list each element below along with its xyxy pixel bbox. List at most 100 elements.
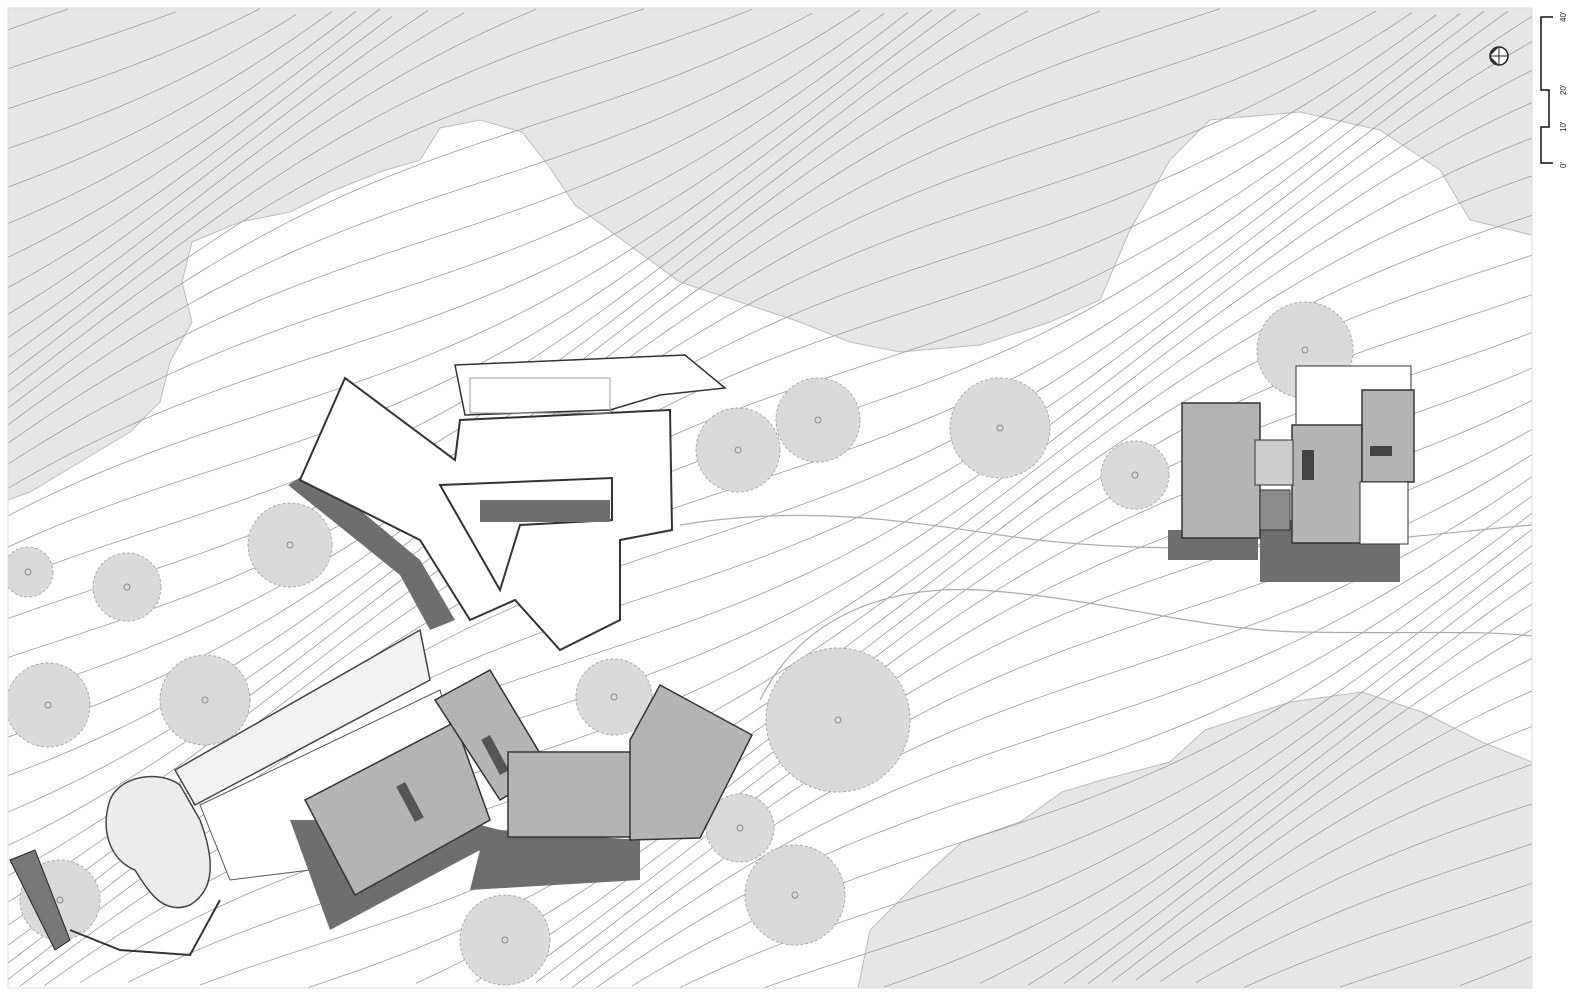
contour-line [1339, 920, 1532, 988]
contour-line [8, 10, 357, 224]
contour-line [1243, 882, 1532, 988]
contour-line [8, 14, 1437, 813]
entry-planter [1259, 489, 1291, 531]
west-stairs [9, 849, 71, 951]
contour-line [8, 14, 297, 149]
tree-trunk [734, 446, 742, 454]
tree-trunk [201, 696, 209, 704]
skylight [481, 734, 509, 776]
contour-line [8, 8, 753, 393]
contour-line [8, 12, 981, 548]
contour-line [8, 10, 1377, 738]
tree-canopy [247, 502, 333, 588]
contour-line [8, 13, 885, 444]
pool [105, 775, 211, 909]
contour-line [1159, 803, 1532, 983]
contour-line [979, 603, 1532, 984]
contour-line [8, 9, 861, 426]
tree-trunk [791, 891, 799, 899]
tree-canopy [775, 377, 861, 463]
canopy-mass-north [8, 8, 1532, 501]
skylight [396, 781, 424, 823]
access-road-edge [759, 588, 1532, 701]
access-road [679, 514, 1532, 549]
tree-canopy [459, 894, 551, 986]
contour-line [8, 16, 393, 288]
contour-line [8, 12, 813, 409]
tree-trunk [123, 583, 131, 591]
north-deck [454, 354, 727, 416]
tree-trunk [736, 824, 744, 832]
contour-line [8, 9, 933, 489]
contour-line [8, 8, 381, 258]
tree-canopy [8, 662, 91, 748]
contour-line [8, 8, 645, 377]
tree-trunk [1301, 346, 1309, 354]
contour-line [1027, 629, 1532, 986]
bedroom-wing-roof [303, 720, 491, 897]
tree-canopy [705, 793, 775, 863]
scale-label-40: 40' [1559, 11, 1568, 22]
scale-bar: 0' 10' 20' 40' [1540, 11, 1568, 168]
tree-trunk [56, 896, 64, 904]
pool-terrace [173, 628, 431, 807]
contour-line [1111, 726, 1532, 982]
scale-label-20: 20' [1559, 84, 1568, 95]
guest-house [1168, 365, 1415, 582]
tree-canopy [744, 844, 846, 946]
contour-line [8, 11, 177, 70]
contour-line [8, 9, 957, 517]
guest-house-roof-east [1361, 389, 1415, 483]
contour-line [1135, 764, 1532, 981]
contour-line [8, 10, 1485, 876]
guest-house-deck [1359, 481, 1409, 545]
tree-trunk [996, 424, 1004, 432]
skylight [1370, 446, 1392, 456]
tree-canopy [1100, 440, 1170, 510]
tree-trunk [814, 416, 822, 424]
tree-trunk [834, 716, 842, 724]
tree-trunk [286, 541, 294, 549]
contour-line [8, 8, 261, 110]
guest-house-link [1254, 439, 1294, 486]
contour-line [1195, 843, 1532, 983]
living-roof [507, 751, 634, 838]
scale-label-0: 0' [1559, 162, 1568, 168]
contour-line [8, 12, 909, 465]
east-wing-roof [629, 683, 753, 841]
contour-line [8, 8, 1221, 658]
north-deck-pavers [469, 377, 611, 414]
tree-canopy [575, 658, 653, 736]
tree-trunk [610, 693, 618, 701]
tree-trunk [44, 701, 52, 709]
contour-line [8, 69, 1532, 964]
drawing-frame [7, 7, 1533, 989]
contour-line [8, 10, 429, 315]
tree-canopy [8, 546, 54, 598]
tree-canopy [159, 654, 251, 746]
guest-house-roof-west [1181, 402, 1261, 539]
tree-canopy [765, 647, 911, 793]
tree-canopy [92, 552, 162, 622]
contour-line [1459, 955, 1532, 986]
building-shadow [288, 470, 455, 630]
contour-line [8, 8, 69, 31]
retaining-wall [69, 899, 221, 957]
contour-line [571, 495, 1532, 988]
contour-line [8, 10, 1317, 698]
contour-line [1063, 658, 1532, 984]
contour-line [1087, 690, 1532, 985]
contour-line [8, 12, 1413, 776]
contour-line [763, 562, 1532, 988]
contour-line [8, 8, 537, 359]
north-arrow-icon [1489, 46, 1509, 66]
scale-label-10: 10' [1559, 121, 1568, 132]
tree-trunk [24, 568, 32, 576]
tree-trunk [501, 936, 509, 944]
skylight [1302, 450, 1314, 480]
contour-line [883, 581, 1532, 988]
tree-trunk [1131, 471, 1139, 479]
courtyard-shadow [480, 500, 610, 522]
contour-line [8, 11, 333, 188]
